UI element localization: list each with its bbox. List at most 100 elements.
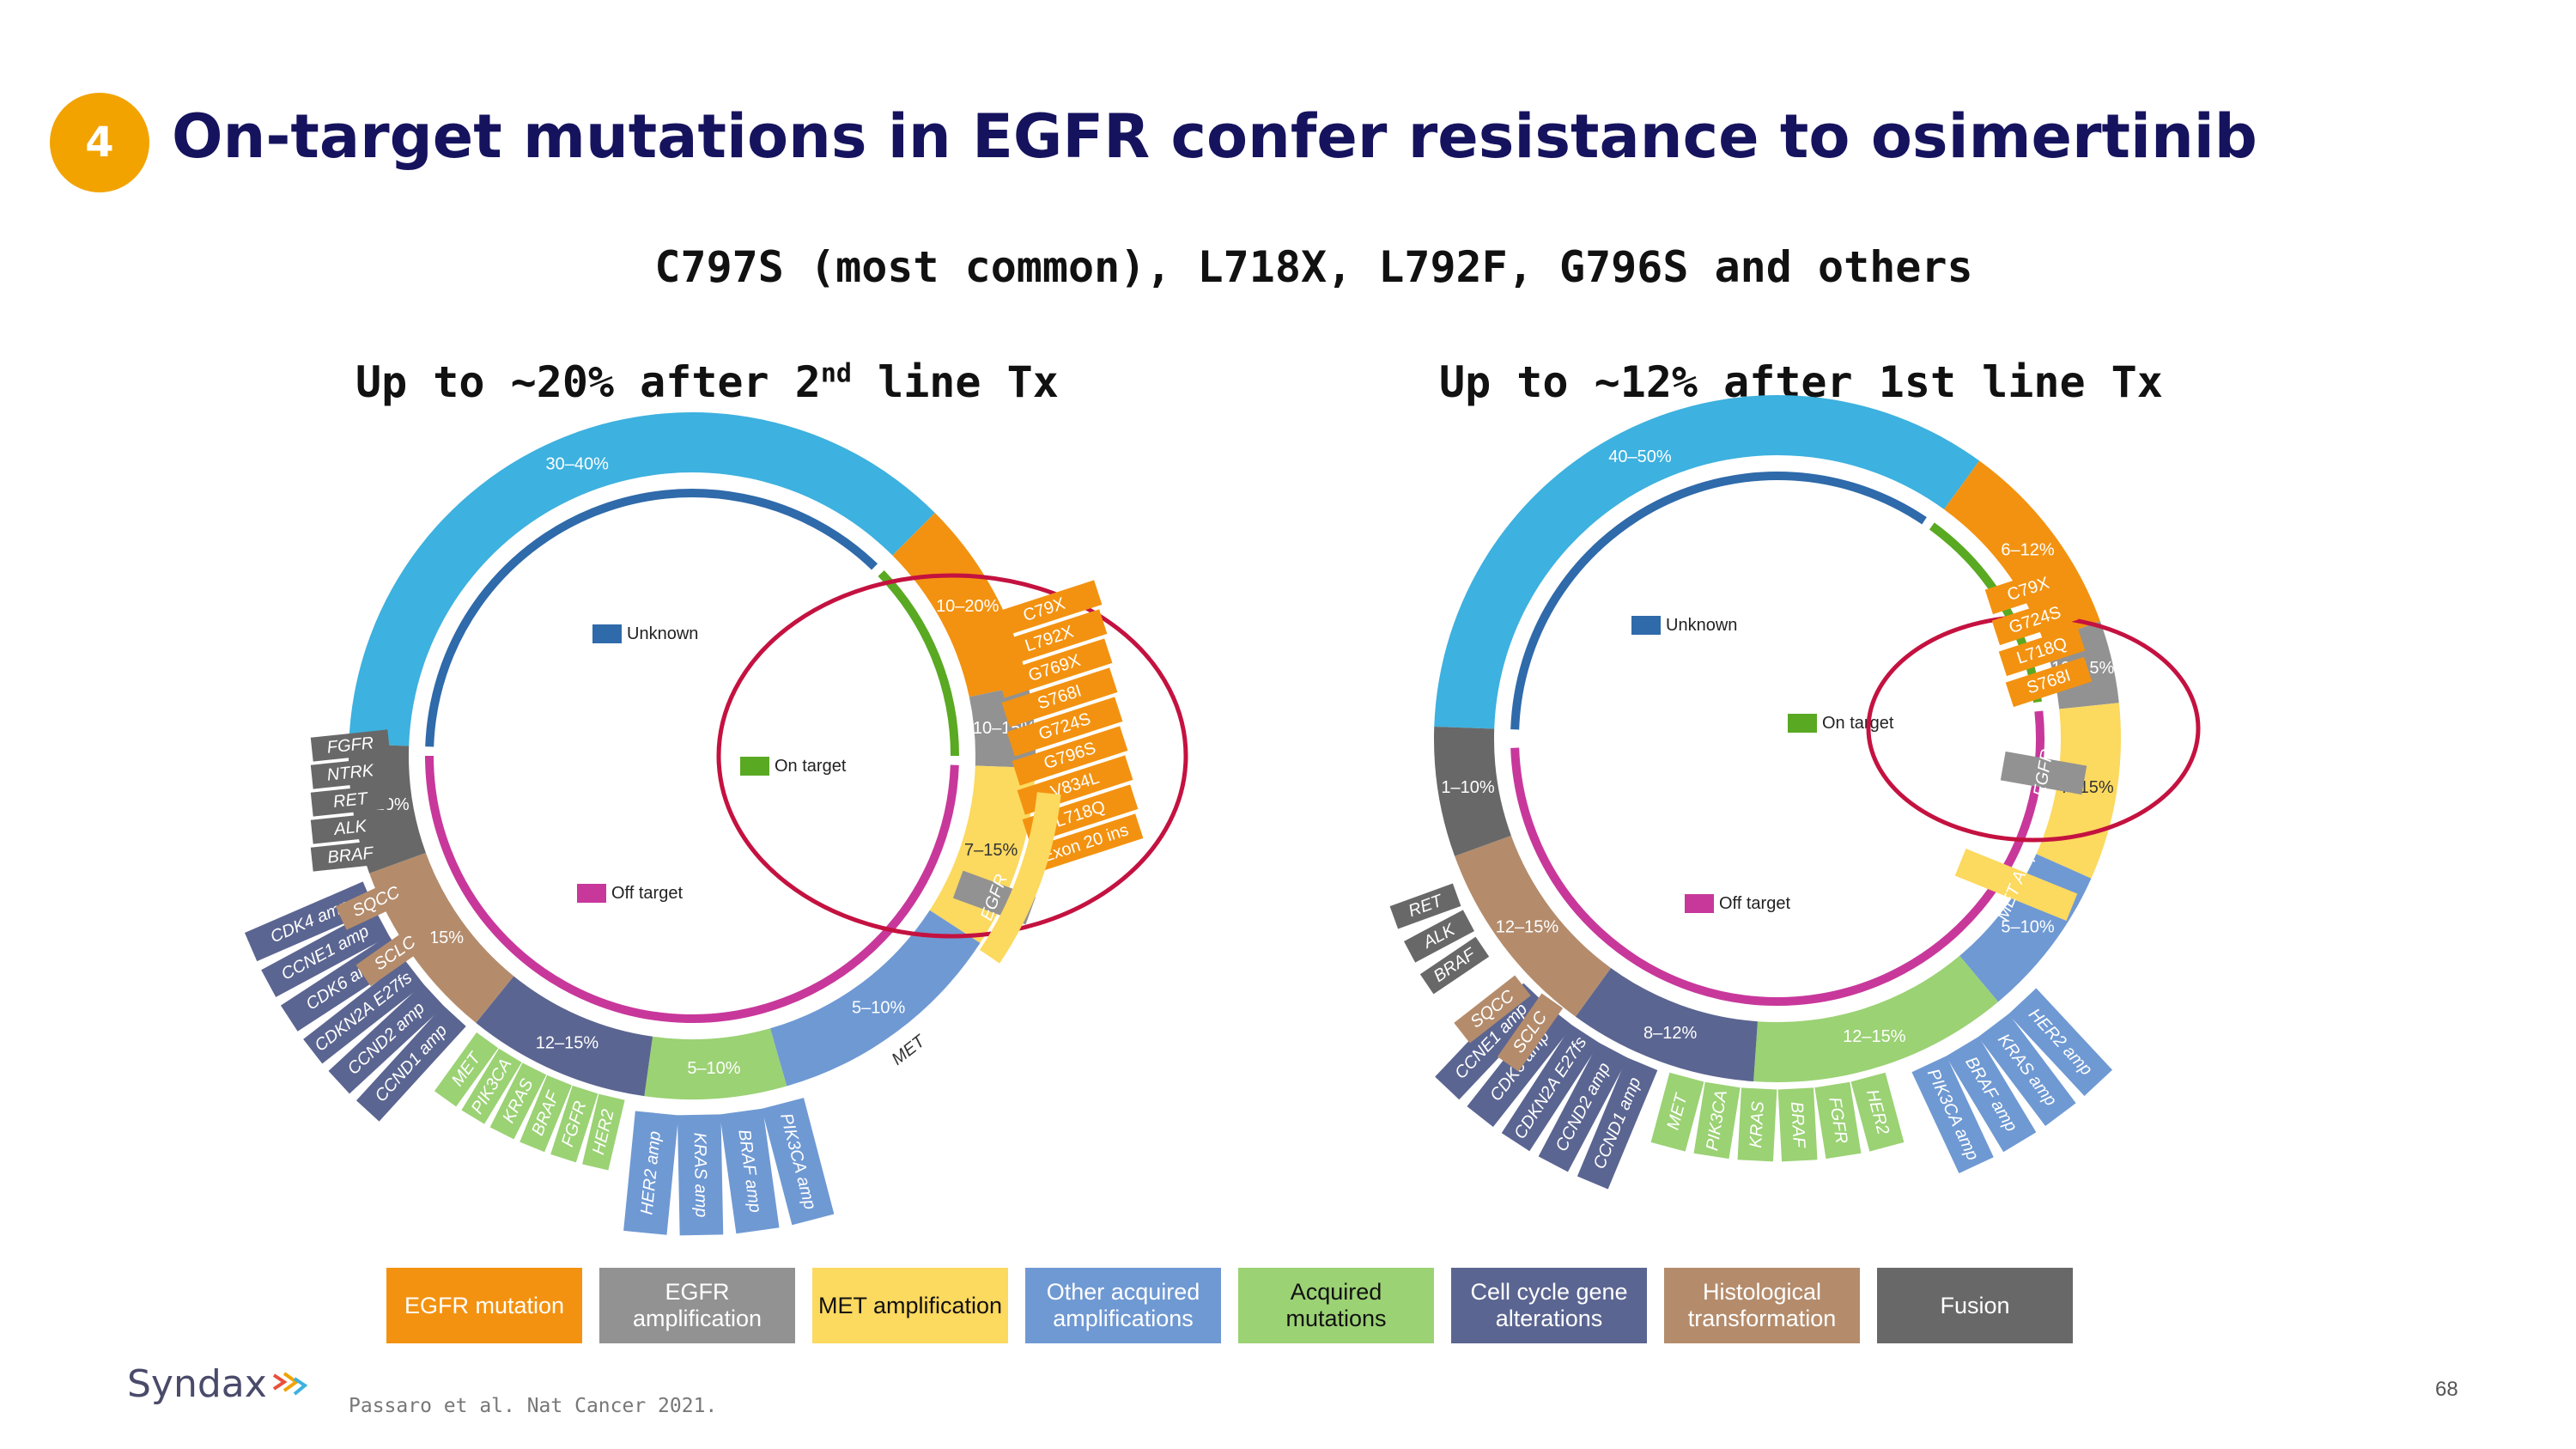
inner-legend-swatch-unknown	[592, 624, 622, 643]
left-panel-heading: Up to ~20% after 2nd line Tx	[355, 357, 1059, 407]
fusion-tag-2: RET	[310, 784, 391, 817]
inner-arc-off-target	[425, 755, 959, 1023]
segment-percent-label: 10–20%	[936, 597, 999, 616]
ring-segment-acquired_mutations	[644, 1028, 787, 1099]
egfr-mutation-tag-0-box	[1984, 563, 2072, 615]
histological-tag-0-box	[1454, 975, 1531, 1044]
acquired-mutation-tag-2-label: BRAF	[1787, 1101, 1808, 1149]
other-amp-tag-3: HER2 amp	[623, 1111, 679, 1235]
fusion-tag-4-box	[310, 839, 391, 872]
fusion-tag-0-box	[310, 729, 391, 762]
legend-item-acquired_mutations: Acquired mutations	[1238, 1268, 1434, 1343]
segment-percent-label: 12–15%	[1496, 918, 1559, 937]
fusion-tag-2-box	[310, 784, 391, 817]
acquired-mutation-tag-3-box	[1737, 1087, 1777, 1162]
fusion-tag-0: FGFR	[310, 729, 391, 762]
cell-cycle-tag-1-box	[328, 983, 445, 1094]
fusion-tag-3-box	[310, 812, 391, 844]
legend-item-egfr_mutation: EGFR mutation	[386, 1268, 582, 1343]
citation: Passaro et al. Nat Cancer 2021.	[349, 1395, 718, 1417]
fusion-tag-3: ALK	[310, 812, 391, 844]
acquired-mutation-tag-2: BRAF	[1777, 1087, 1818, 1162]
logo-mark-icon	[272, 1371, 308, 1396]
legend-item-histological: Histological transformation	[1664, 1268, 1860, 1343]
acquired-mutation-tag-1: FGFR	[1814, 1081, 1862, 1160]
fusion-tag-2: BRAF	[1419, 936, 1490, 995]
fusion-tag-3-label: ALK	[332, 817, 369, 839]
egfr-mutation-tag-3-box	[1001, 667, 1118, 728]
ring-segment-egfr_mutation	[1943, 460, 2100, 642]
segment-percent-label: 12–15%	[1843, 1027, 1906, 1046]
cell-cycle-tag-4-box	[261, 909, 390, 997]
ring-segment-acquired_mutations	[1753, 955, 1999, 1082]
fusion-tag-2-box	[1419, 936, 1490, 995]
page-number: 68	[2435, 1378, 2458, 1401]
cell-cycle-tag-2-box	[1501, 1025, 1600, 1152]
inner-legend-swatch-off_target	[1685, 894, 1714, 913]
segment-percent-label: 40–50%	[1608, 447, 1672, 466]
ring-segment-cell_cycle	[1575, 967, 1758, 1082]
ring-segment-cell_cycle	[476, 976, 653, 1097]
egfr-mutation-tag-5-box	[1012, 726, 1128, 786]
cell-cycle-tag-2-box	[303, 959, 424, 1064]
acquired-mutation-tag-0-box	[582, 1093, 625, 1171]
inner-arc-unknown	[425, 489, 878, 747]
cell-cycle-tag-0-box	[1577, 1057, 1658, 1190]
acquired-mutation-tag-5: MET	[1650, 1072, 1704, 1152]
other-amp-tag-1: BRAF amp	[720, 1108, 780, 1234]
egfr-mutation-tag-4-box	[1006, 697, 1123, 757]
syndax-logo: Syndax	[127, 1362, 310, 1406]
segment-percent-label: 5–10%	[687, 1059, 740, 1078]
other-amp-tag-1-box	[720, 1108, 780, 1234]
acquired-mutation-tag-1-box	[1814, 1081, 1862, 1160]
inner-arc-on-target	[878, 569, 959, 757]
inner-legend-swatch-on_target	[740, 757, 769, 776]
inner-legend-unknown: Unknown	[627, 624, 698, 643]
left-heading-suffix: line Tx	[851, 357, 1059, 407]
cell-cycle-tag-4-box	[1435, 983, 1548, 1100]
on-target-highlight-circle	[716, 573, 1188, 939]
segment-percent-label: 6–12%	[2001, 540, 2054, 559]
inner-legend-on_target: On target	[1822, 714, 1894, 733]
ring-segment-histological	[1455, 835, 1612, 1017]
egfr-mutation-tag-1-box	[1991, 594, 2079, 646]
inner-legend-unknown: Unknown	[1666, 616, 1737, 635]
egfr-mutation-tag-2-box	[1998, 625, 2086, 677]
segment-percent-label: 5–10%	[852, 998, 905, 1017]
other-amp-tag-3-box	[1911, 1056, 1994, 1174]
acquired-mutation-tag-2-box	[1777, 1087, 1818, 1162]
fusion-tag-1-box	[1403, 910, 1475, 963]
egfr-mutation-tag-0-box	[986, 580, 1103, 640]
acquired-mutation-tag-4: PIK3CA	[1693, 1081, 1741, 1160]
left-heading-prefix: Up to ~20% after 2	[355, 357, 821, 407]
inner-legend-swatch-on_target	[1788, 714, 1817, 733]
other-amp-tag-2-label: KRAS amp	[690, 1132, 711, 1217]
acquired-mutation-tag-3: KRAS	[1737, 1087, 1777, 1162]
left-heading-superscript: nd	[820, 358, 852, 389]
other-amp-tag-0-box	[762, 1098, 835, 1226]
acquired-mutation-tag-0: HER2	[582, 1093, 625, 1171]
logo-text: Syndax	[127, 1362, 267, 1406]
other-amp-tag-2-box	[677, 1114, 724, 1236]
ring-segment-unknown	[349, 411, 935, 746]
fusion-tag-1: NTRK	[310, 757, 391, 789]
acquired-mutation-tag-4-box	[461, 1048, 522, 1124]
inner-legend-swatch-unknown	[1631, 616, 1661, 635]
egfr-mutation-tag-3-box	[2005, 656, 2093, 708]
met-amp-tag-box	[1954, 849, 2078, 921]
legend-item-other_amplifications: Other acquired amplifications	[1025, 1268, 1221, 1343]
segment-percent-label: 30–40%	[546, 454, 610, 473]
inner-arc-unknown	[1510, 472, 1927, 730]
egfr-mutation-tag-8-box	[1027, 813, 1144, 874]
ring-segment-other_amplifications	[769, 910, 981, 1087]
met-outer-arc	[979, 792, 1061, 964]
segment-percent-label: 7–15%	[964, 841, 1018, 860]
acquired-mutation-tag-5-box	[1650, 1072, 1704, 1152]
acquired-mutation-tag-4-box	[1693, 1081, 1741, 1160]
inner-legend-swatch-off_target	[577, 884, 606, 903]
slide-subtitle: C797S (most common), L718X, L792F, G796S…	[654, 242, 1973, 292]
inner-legend-off_target: Off target	[611, 884, 683, 903]
slide-number-badge: 4	[50, 93, 149, 192]
legend-item-fusion: Fusion	[1877, 1268, 2073, 1343]
